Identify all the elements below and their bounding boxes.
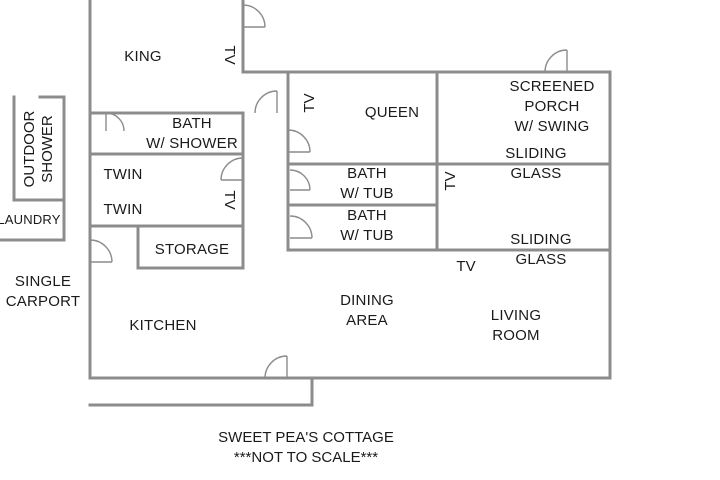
tv-marker: TV	[221, 45, 238, 65]
plan-scale-note: ***NOT TO SCALE***	[233, 449, 379, 466]
room-label-king: KING	[124, 48, 162, 65]
room-label-twin: TWIN	[103, 166, 143, 183]
tv-marker: TV	[442, 171, 459, 191]
door-swing	[264, 355, 288, 379]
plan-title: SWEET PEA'S COTTAGE	[218, 429, 394, 446]
door-swing	[220, 157, 244, 181]
tv-marker: TV	[221, 190, 238, 210]
door-swing	[287, 129, 311, 153]
label-laundry: LAUNDRY	[0, 212, 61, 227]
tv-marker: TV	[301, 93, 318, 113]
room-label-storage: STORAGE	[154, 241, 230, 258]
room-label-twin: TWIN	[103, 201, 143, 218]
door-swing	[289, 215, 313, 239]
door-swing	[254, 90, 278, 114]
door-swing	[105, 112, 125, 132]
door-swing	[89, 239, 113, 263]
door-swing	[289, 169, 311, 191]
room-label-queen: QUEEN	[364, 104, 420, 121]
tv-marker: TV	[456, 258, 476, 275]
room-label-kitchen: KITCHEN	[129, 317, 197, 334]
plan-caption: SWEET PEA'S COTTAGE ***NOT TO SCALE***	[218, 428, 394, 468]
door-swing	[242, 4, 266, 28]
door-swing	[544, 49, 568, 73]
